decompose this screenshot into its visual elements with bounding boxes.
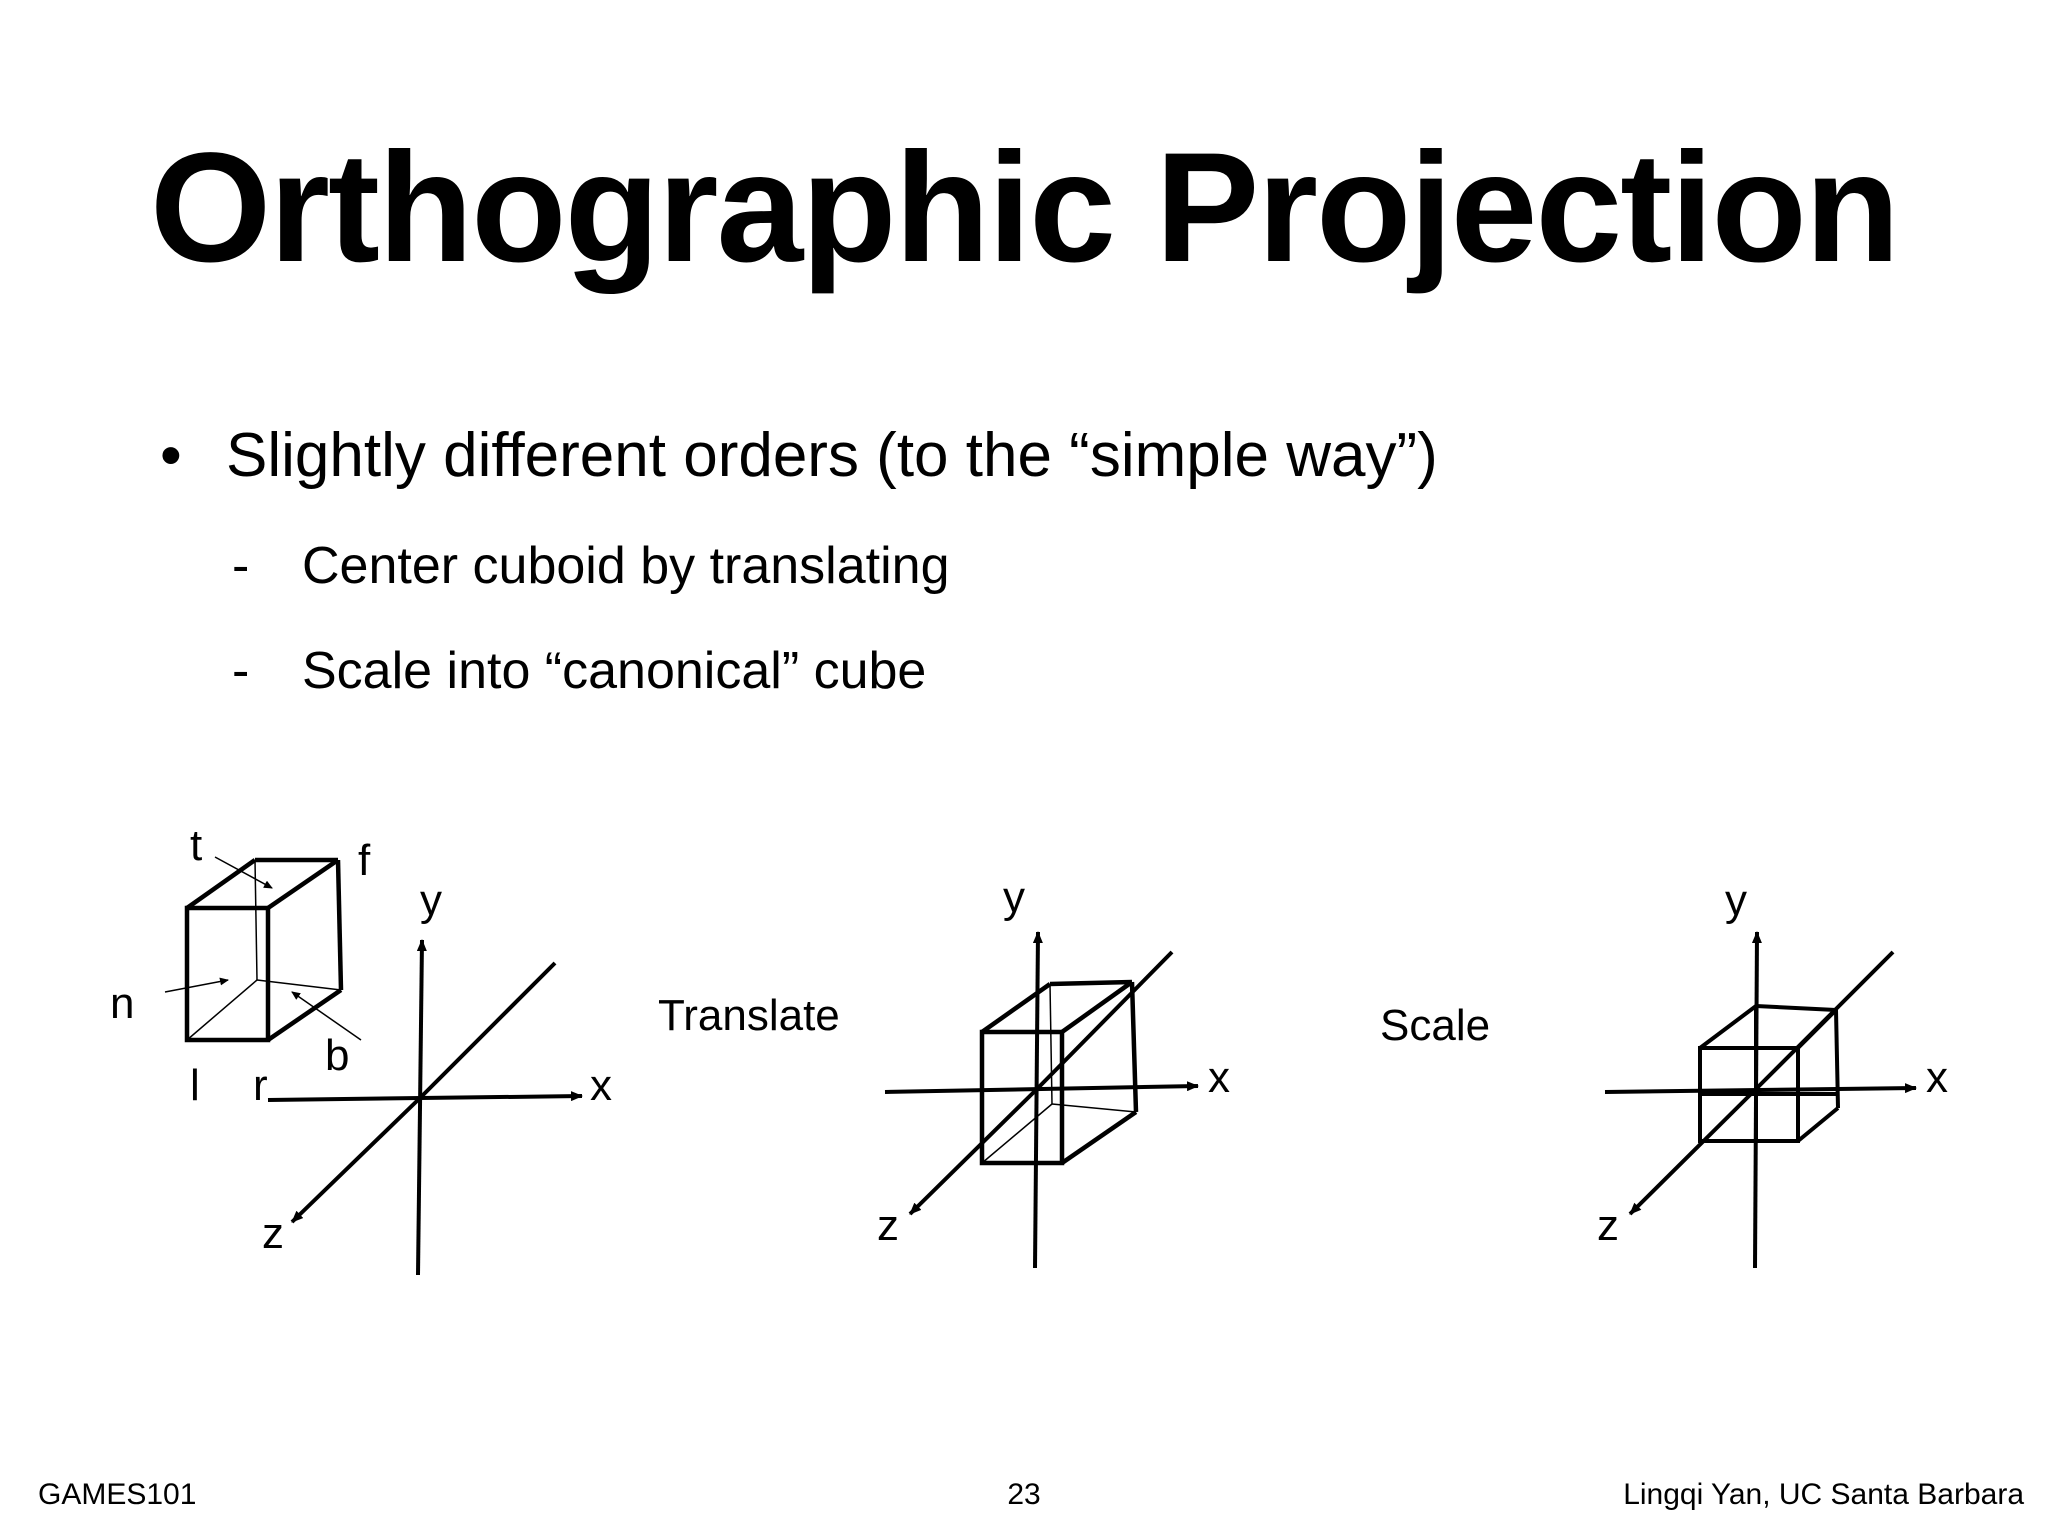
- cuboid-edge: [1060, 980, 1134, 1034]
- cuboid-hidden-edge: [254, 859, 258, 981]
- cuboid-edge: [980, 982, 1052, 1034]
- footer-course: GAMES101: [38, 1478, 197, 1511]
- cube-edge: [1755, 1004, 1837, 1012]
- slide-title: Orthographic Projection: [149, 121, 1900, 295]
- panel2-label-x: x: [1208, 1053, 1230, 1102]
- cuboid-edge: [1049, 979, 1133, 987]
- panel2-axes: [884, 931, 1199, 1269]
- panel2-label-y: y: [1003, 873, 1025, 922]
- panel-canonical-cube: y x z: [1597, 876, 1948, 1269]
- translate-label: Translate: [658, 991, 840, 1040]
- cuboid-edge: [335, 859, 344, 991]
- panel2-cuboid: [979, 979, 1139, 1166]
- cube-edge: [1796, 1106, 1840, 1143]
- panel1-label-y: y: [420, 876, 442, 925]
- cuboid-edge: [185, 858, 257, 910]
- cube-edge: [1698, 1004, 1758, 1050]
- sub-bullet-2: -Scale into “canonical” cube: [232, 645, 926, 697]
- pointer-n: [164, 977, 229, 993]
- bullet-dot: •: [160, 421, 182, 490]
- footer-author: Lingqi Yan, UC Santa Barbara: [1623, 1478, 2024, 1511]
- cuboid-edge: [1129, 981, 1139, 1113]
- panel2-labels: y x z: [877, 873, 1230, 1250]
- cuboid-hidden-edge: [1049, 983, 1053, 1105]
- sub-bullet-2-text: Scale into “canonical” cube: [302, 642, 927, 700]
- panel1-axes: [267, 939, 583, 1276]
- panel1-labels: t f n l r b y x z: [110, 821, 612, 1258]
- main-bullet: •Slightly different orders (to the “simp…: [160, 425, 1438, 487]
- pointer-b: [291, 991, 362, 1041]
- scale-label: Scale: [1380, 1001, 1490, 1050]
- panel1-y-axis: [416, 939, 427, 1276]
- panel1-label-z: z: [262, 1209, 284, 1258]
- panel2-z-axis-front: [908, 1088, 1038, 1216]
- cube-edge: [1834, 1009, 1840, 1109]
- sub-bullet-1: -Center cuboid by translating: [232, 540, 950, 592]
- panel3-label-z: z: [1597, 1201, 1619, 1250]
- sub-bullet-dash: -: [232, 642, 250, 700]
- sub-bullet-1-text: Center cuboid by translating: [302, 537, 950, 595]
- panel1-x-axis: [267, 1091, 583, 1102]
- cuboid-edge: [1060, 1110, 1138, 1165]
- panel2-z-axis-back: [1034, 950, 1174, 1092]
- panel3-labels: y x z: [1597, 876, 1948, 1250]
- sub-bullet-dash: -: [232, 537, 250, 595]
- main-bullet-text: Slightly different orders (to the “simpl…: [226, 421, 1438, 490]
- panel3-label-x: x: [1926, 1053, 1948, 1102]
- cuboid-edge: [266, 858, 340, 910]
- panel2-x-axis: [884, 1081, 1199, 1094]
- label-l: l: [190, 1061, 200, 1110]
- panel1-cuboid: [184, 857, 344, 1043]
- panel3-cube: [1698, 1004, 1840, 1143]
- label-b: b: [325, 1031, 349, 1080]
- panel2-label-z: z: [877, 1201, 899, 1250]
- footer-page-number: 23: [1007, 1478, 1041, 1511]
- panel1-z-axis-front: [290, 1096, 422, 1224]
- cuboid-hidden-edge: [1051, 1103, 1137, 1113]
- panel3-label-y: y: [1725, 876, 1747, 925]
- label-f: f: [358, 836, 371, 885]
- panel3-x-axis: [1604, 1083, 1917, 1094]
- panel3-z-axis-front: [1628, 1088, 1757, 1216]
- label-r: r: [253, 1061, 268, 1110]
- label-t: t: [190, 821, 202, 870]
- panel2-y-axis: [1032, 931, 1043, 1269]
- cube-edge: [1796, 1008, 1838, 1050]
- panel1-label-x: x: [590, 1061, 612, 1110]
- panel-translated-cuboid: y x z: [877, 873, 1230, 1269]
- label-n: n: [110, 979, 134, 1028]
- cuboid-near-face: [979, 1029, 1065, 1166]
- cuboid-edge: [266, 988, 343, 1042]
- panel3-axes: [1604, 931, 1917, 1269]
- cuboid-hidden-edge: [981, 1103, 1053, 1164]
- panel1-pointers: [164, 856, 362, 1041]
- cuboid-hidden-edge: [186, 979, 258, 1041]
- panel-original-cuboid: t f n l r b y x z: [110, 821, 612, 1276]
- pointer-t: [214, 856, 273, 889]
- panel1-z-axis-back: [418, 961, 557, 1100]
- cuboid-hidden-edge: [256, 979, 342, 991]
